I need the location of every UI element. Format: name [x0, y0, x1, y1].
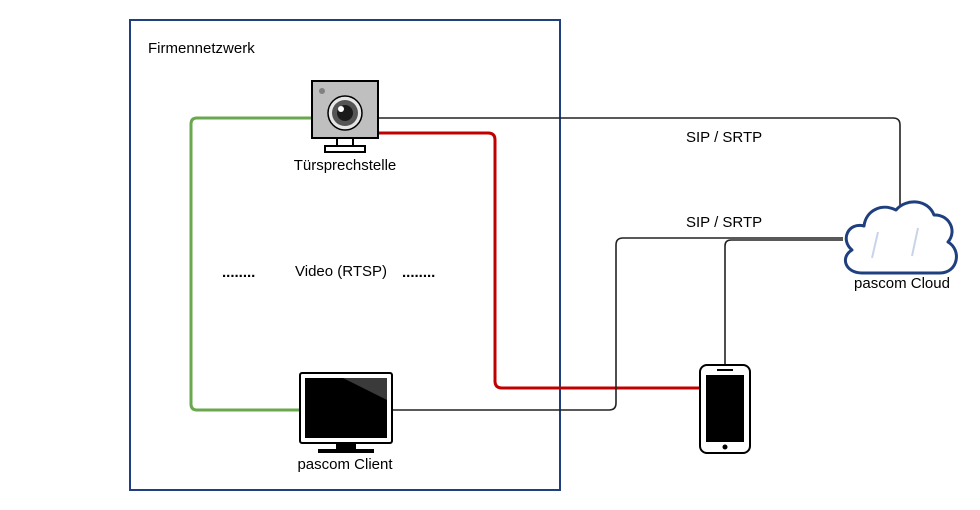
company-network-label: Firmennetzwerk — [148, 40, 255, 57]
client-label: pascom Client — [297, 456, 393, 473]
door-station-label: Türsprechstelle — [294, 157, 397, 174]
door-station-camera-icon — [311, 80, 379, 153]
cloud-icon — [843, 200, 958, 275]
video-dots-right: ........ — [402, 264, 435, 281]
phone-cloud-connection — [724, 239, 843, 366]
door-station-to-phone-connection — [378, 131, 700, 390]
sip-door-station-cloud-connection — [378, 117, 901, 208]
video-rtsp-label: Video (RTSP) — [295, 263, 387, 280]
desktop-monitor-icon — [299, 372, 393, 453]
video-dots-left: ........ — [222, 264, 255, 281]
video-rtsp-connection — [189, 116, 312, 412]
smartphone-icon — [699, 364, 751, 454]
sip-client-cloud-connection — [392, 237, 843, 411]
cloud-label: pascom Cloud — [854, 275, 950, 292]
sip-top-label: SIP / SRTP — [686, 129, 762, 146]
sip-mid-label: SIP / SRTP — [686, 214, 762, 231]
company-network-boundary — [129, 19, 561, 491]
